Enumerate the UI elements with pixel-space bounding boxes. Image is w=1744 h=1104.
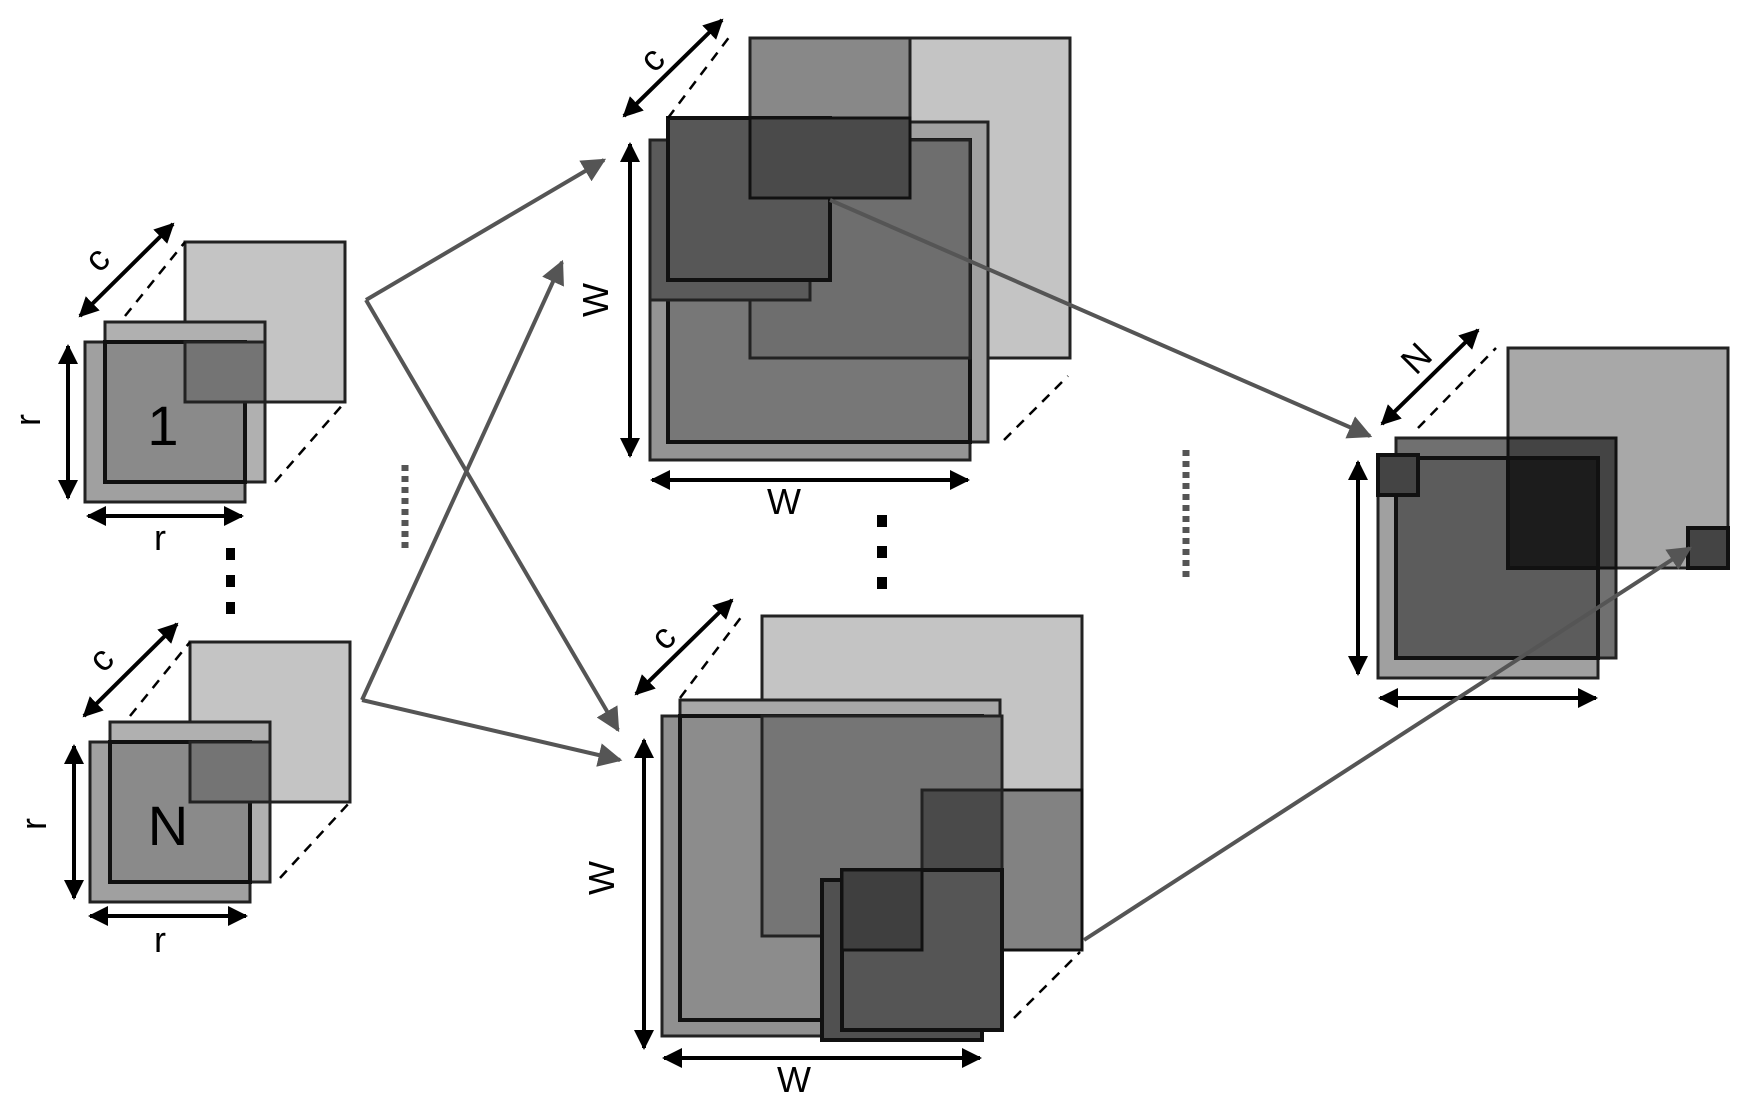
input-n-depth-dash bbox=[129, 641, 191, 717]
mid-top-depth-arrow bbox=[622, 18, 724, 118]
mid-top-w-vertical-label: W bbox=[575, 283, 616, 317]
input-1-corner-dash bbox=[274, 401, 346, 483]
flow-input1-to-mid-bottom bbox=[364, 298, 620, 733]
input-n-depth-arrow bbox=[82, 622, 179, 718]
middle-ellipsis bbox=[877, 515, 887, 589]
input-n-r-horizontal-label: r bbox=[154, 919, 166, 960]
input-1-r-vertical-label: r bbox=[7, 414, 48, 426]
input-stack-n: N c r r bbox=[13, 622, 352, 960]
middle-top-stack: c W W bbox=[575, 18, 1072, 522]
input-n-overlap-back bbox=[188, 740, 272, 804]
input-n-c-label: c bbox=[80, 638, 122, 680]
out-depth-dash bbox=[1417, 347, 1497, 429]
input-1-depth-arrow bbox=[78, 222, 175, 318]
input-1-depth-dash bbox=[124, 241, 186, 317]
input-1-c-label: c bbox=[76, 238, 118, 280]
flow-inputn-to-mid-top bbox=[360, 259, 564, 701]
mid-bot-depth-arrow bbox=[634, 598, 734, 696]
input-n-r-vertical-label: r bbox=[13, 818, 54, 830]
input-stack-1: 1 c r r bbox=[7, 222, 347, 558]
input-ellipsis bbox=[226, 548, 235, 614]
output-stack: N bbox=[1348, 328, 1730, 708]
flow-arrows bbox=[360, 158, 1693, 942]
flow-input1-to-mid-top bbox=[364, 158, 607, 302]
input-1-overlap-back bbox=[183, 340, 267, 404]
mid-top-patch-c bbox=[748, 116, 912, 200]
flow-inputn-to-mid-bottom bbox=[361, 698, 623, 767]
mid-bot-corner-dash bbox=[1013, 951, 1081, 1019]
mid-bot-patch-d bbox=[840, 868, 924, 952]
middle-bottom-stack: c W W bbox=[581, 598, 1084, 1100]
input-1-index-label: 1 bbox=[147, 394, 178, 457]
mid-bot-w-vertical-label: W bbox=[581, 861, 622, 895]
flow-mid-bottom-to-output bbox=[1082, 546, 1693, 942]
mid-top-w-horizontal-label: W bbox=[767, 481, 801, 522]
flow-mid-top-to-output bbox=[829, 198, 1373, 439]
out-depth-arrow bbox=[1380, 328, 1480, 426]
input-n-corner-dash bbox=[279, 801, 351, 879]
out-pixel-b bbox=[1686, 526, 1730, 570]
mid-top-depth-dash bbox=[667, 35, 731, 119]
input-1-r-horizontal-label: r bbox=[154, 517, 166, 558]
mid-top-corner-dash bbox=[1003, 375, 1069, 441]
mid-bot-w-horizontal-label: W bbox=[777, 1059, 811, 1100]
mid-bot-depth-dash bbox=[679, 615, 743, 699]
out-dark-core bbox=[1506, 456, 1600, 570]
out-pixel-a bbox=[1376, 453, 1420, 497]
input-n-index-label: N bbox=[148, 794, 188, 857]
